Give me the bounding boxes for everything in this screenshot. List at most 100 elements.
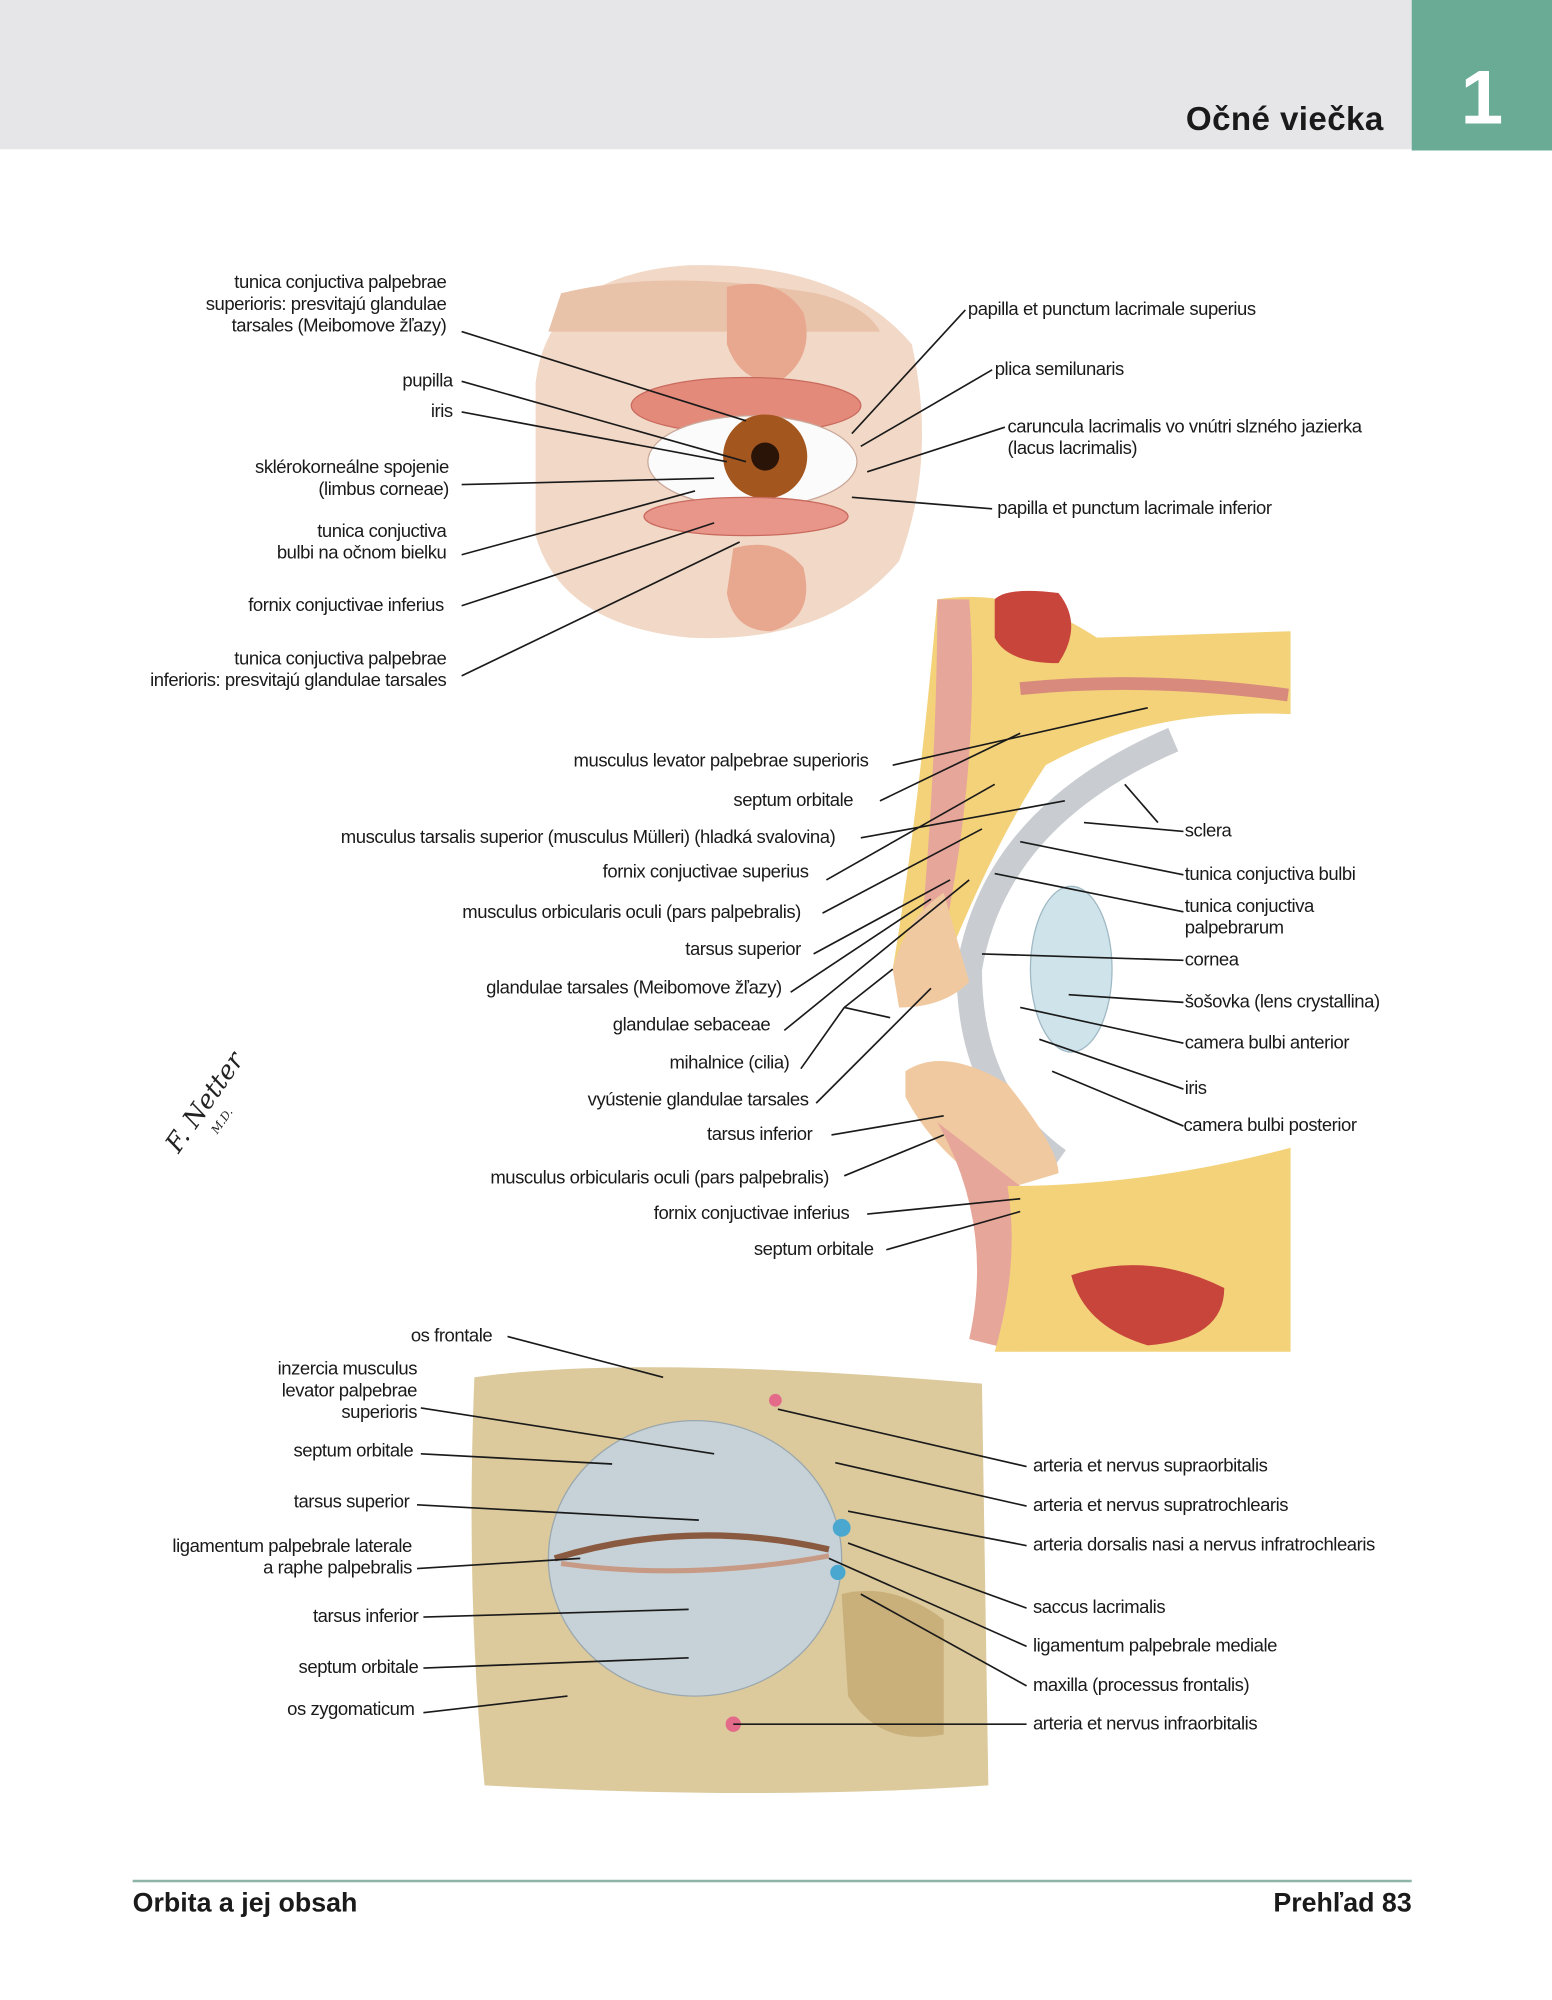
leader-line bbox=[420, 1407, 715, 1455]
leader-lines bbox=[416, 309, 1184, 1725]
leader-line bbox=[461, 411, 728, 463]
anatomy-label: tunica conjuctiva palpebrae superioris: … bbox=[205, 272, 447, 337]
leader-line bbox=[1039, 1038, 1184, 1090]
anatomy-label: tunica conjuctiva bulbi na očnom bielku bbox=[276, 521, 447, 564]
anatomy-label: tarsus inferior bbox=[707, 1124, 813, 1146]
leader-line bbox=[423, 1657, 689, 1669]
anatomy-label: arteria dorsalis nasi a nervus infratroc… bbox=[1032, 1535, 1375, 1556]
anatomy-label: cornea bbox=[1184, 950, 1239, 971]
anatomy-label: camera bulbi anterior bbox=[1184, 1032, 1350, 1054]
anatomy-label: tarsus superior bbox=[685, 939, 801, 961]
leader-line bbox=[825, 783, 996, 881]
leader-line bbox=[860, 800, 1065, 839]
anatomy-label: caruncula lacrimalis vo vnútri slzného j… bbox=[1007, 417, 1362, 460]
anatomy-label: sclera bbox=[1184, 821, 1232, 842]
anatomy-label: musculus orbicularis oculi (pars palpebr… bbox=[462, 902, 801, 924]
anatomy-label: pupilla bbox=[402, 371, 453, 392]
chapter-number: 1 bbox=[1460, 54, 1504, 141]
leader-line bbox=[461, 522, 715, 607]
anatomy-label: tarsus inferior bbox=[312, 1606, 419, 1628]
leader-line bbox=[790, 898, 932, 993]
leader-line bbox=[822, 828, 983, 914]
header-band bbox=[0, 0, 1412, 150]
anatomy-label: camera bulbi posterior bbox=[1183, 1115, 1357, 1137]
anatomy-label: musculus tarsalis superior (musculus Mül… bbox=[340, 827, 836, 849]
leader-line bbox=[866, 426, 1006, 473]
leader-line bbox=[416, 1557, 581, 1570]
anatomy-label: vyústenie glandulae tarsales bbox=[587, 1090, 809, 1111]
svg-text:F. Netter: F. Netter bbox=[159, 1045, 251, 1159]
anatomy-label: saccus lacrimalis bbox=[1032, 1597, 1166, 1619]
leader-line bbox=[800, 1006, 845, 1070]
leader-line bbox=[423, 1608, 689, 1618]
leader-line bbox=[843, 968, 894, 1009]
anatomy-label: septum orbitale bbox=[293, 1441, 414, 1462]
anatomy-label: iris bbox=[1184, 1078, 1207, 1100]
leader-line bbox=[461, 380, 747, 463]
anatomy-label: os zygomaticum bbox=[287, 1699, 415, 1721]
anatomy-label: arteria et nervus infraorbitalis bbox=[1032, 1713, 1258, 1735]
anatomy-label: septum orbitale bbox=[298, 1657, 419, 1679]
leader-line bbox=[783, 879, 970, 1032]
footer-section: Orbita a jej obsah bbox=[132, 1888, 358, 1919]
leader-line bbox=[844, 1006, 891, 1019]
leader-line bbox=[828, 1557, 1027, 1648]
leader-line bbox=[867, 1197, 1021, 1215]
eyelid-section-illustration bbox=[892, 590, 1291, 1352]
finger-lower bbox=[726, 544, 807, 632]
anatomy-label: fornix conjuctivae superius bbox=[602, 862, 809, 883]
leader-line bbox=[461, 541, 741, 677]
anatomy-label: fornix conjuctivae inferius bbox=[653, 1203, 850, 1225]
leader-line bbox=[860, 369, 993, 448]
anatomy-label: septum orbitale bbox=[733, 790, 854, 812]
leader-line bbox=[461, 477, 715, 486]
leader-line bbox=[777, 1408, 1027, 1468]
anatomy-label: sklérokorneálne spojenie (limbus corneae… bbox=[255, 457, 449, 500]
anatomy-label: musculus levator palpebrae superioris bbox=[573, 751, 869, 772]
leader-line bbox=[892, 706, 1148, 766]
anatomy-label: glandulae tarsales (Meibomove žľazy) bbox=[486, 978, 782, 999]
netter-signature: F. Netter M.D. bbox=[159, 1045, 251, 1159]
anatomy-label: maxilla (processus frontalis) bbox=[1032, 1675, 1250, 1697]
leader-line bbox=[843, 1134, 945, 1177]
anatomy-label: papilla et punctum lacrimale superius bbox=[967, 299, 1256, 321]
leader-line bbox=[831, 1115, 944, 1136]
anatomy-label: septum orbitale bbox=[753, 1239, 874, 1260]
anatomy-label: ligamentum palpebrale laterale a raphe p… bbox=[172, 1536, 412, 1579]
footer-page: Prehľad 83 bbox=[1273, 1888, 1412, 1919]
anatomy-label: tunica conjuctiva palpebrae inferioris: … bbox=[150, 649, 447, 692]
anatomy-label: šošovka (lens crystallina) bbox=[1184, 992, 1380, 1013]
anatomy-label: arteria et nervus supratrochlearis bbox=[1032, 1495, 1289, 1517]
leader-line bbox=[1020, 1006, 1184, 1044]
leader-line bbox=[813, 879, 951, 955]
leader-line bbox=[461, 330, 747, 422]
leader-line bbox=[851, 496, 993, 510]
leader-line bbox=[416, 1503, 699, 1521]
leader-line bbox=[507, 1335, 664, 1379]
anatomy-label: plica semilunaris bbox=[994, 359, 1125, 381]
anatomy-label: fornix conjuctivae inferius bbox=[248, 595, 444, 616]
leader-line bbox=[879, 732, 1021, 802]
leader-line bbox=[1051, 1070, 1184, 1127]
leader-line bbox=[461, 490, 696, 556]
anatomy-label: glandulae sebaceae bbox=[612, 1015, 771, 1036]
leader-line bbox=[1020, 840, 1184, 876]
anatomy-label: tarsus superior bbox=[293, 1492, 410, 1513]
leader-line bbox=[851, 309, 966, 435]
finger-upper bbox=[726, 283, 807, 383]
leader-line bbox=[835, 1461, 1027, 1507]
leader-line bbox=[815, 987, 932, 1104]
anatomy-label: inzercia musculus levator palpebrae supe… bbox=[277, 1359, 418, 1424]
anatomy-label: iris bbox=[430, 401, 453, 423]
anatomy-label: ligamentum palpebrale mediale bbox=[1032, 1636, 1278, 1657]
leader-line bbox=[1124, 783, 1159, 824]
leader-line bbox=[981, 953, 1184, 962]
orbit-front-illustration bbox=[471, 1367, 989, 1794]
leader-line bbox=[847, 1510, 1027, 1547]
leader-line bbox=[1068, 993, 1184, 1004]
anatomy-label: os frontale bbox=[410, 1326, 493, 1347]
anatomy-label: musculus orbicularis oculi (pars palpebr… bbox=[490, 1168, 829, 1189]
leader-line bbox=[847, 1542, 1027, 1609]
